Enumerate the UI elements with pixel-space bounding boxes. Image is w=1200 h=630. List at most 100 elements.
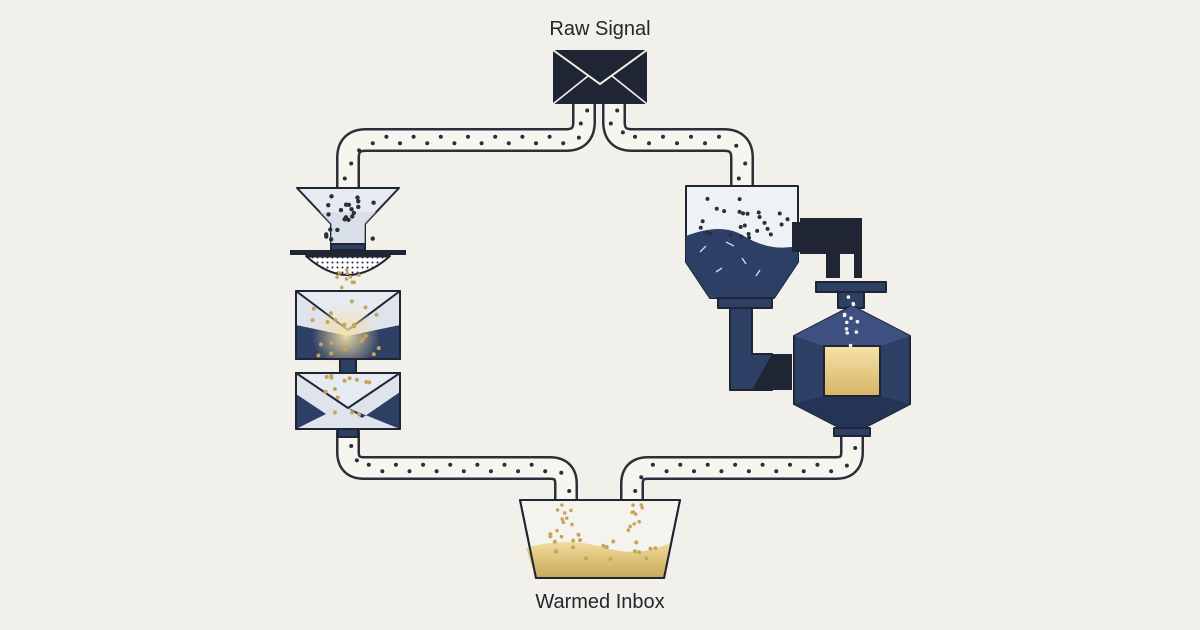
particle-dot <box>705 462 710 467</box>
particle-dot <box>561 520 566 525</box>
particle-dot <box>332 410 337 415</box>
particle-dot <box>738 225 743 230</box>
pipe-bottom-left <box>336 420 578 512</box>
particle-dot <box>421 462 426 467</box>
particle-dot <box>633 489 638 493</box>
particle-dot <box>337 271 342 275</box>
particle-dot <box>466 134 470 139</box>
particle-dot <box>367 380 372 385</box>
particle-dot <box>342 176 347 181</box>
particle-dot <box>678 462 683 467</box>
particle-dot <box>559 534 564 539</box>
particle-dot <box>562 511 567 515</box>
stage-particles <box>310 194 860 561</box>
particle-dot <box>342 217 347 222</box>
particle-dot <box>842 313 847 318</box>
particle-dot <box>815 462 820 467</box>
particle-dot <box>604 545 609 550</box>
particle-dot <box>801 469 806 474</box>
particle-dot <box>628 524 632 529</box>
particle-dot <box>639 475 644 480</box>
particle-dot <box>741 211 746 216</box>
particle-dot <box>648 546 653 551</box>
particle-dot <box>366 462 371 467</box>
particle-dot <box>611 539 616 544</box>
particle-dot <box>380 469 385 474</box>
particle-dot <box>352 324 357 329</box>
particle-dot <box>717 134 721 139</box>
envelope-chamber-icon <box>295 290 401 438</box>
particle-dot <box>393 462 398 467</box>
particle-dot <box>714 206 719 211</box>
particle-dot <box>567 489 572 493</box>
particle-dot <box>324 374 329 379</box>
particle-dot <box>615 108 620 113</box>
particle-dot <box>323 389 328 394</box>
particle-dot <box>583 556 588 561</box>
particle-dot <box>552 539 557 544</box>
particle-dot <box>329 374 334 379</box>
particle-dot <box>376 346 381 351</box>
particle-dot <box>737 197 742 202</box>
particle-dot <box>576 532 581 537</box>
particle-dot <box>347 376 352 381</box>
particle-dot <box>601 543 606 548</box>
particle-dot <box>570 522 574 527</box>
particle-dot <box>692 469 696 474</box>
particle-dot <box>757 214 762 219</box>
particle-dot <box>357 273 361 277</box>
particle-dot <box>739 234 744 239</box>
particle-dot <box>356 412 361 417</box>
particle-dot <box>349 444 354 448</box>
collection-bin-icon <box>519 499 681 579</box>
particle-dot <box>561 141 566 146</box>
particle-dot <box>411 134 416 139</box>
particle-dot <box>700 219 705 224</box>
particle-dot <box>356 204 361 210</box>
particle-dot <box>560 517 564 521</box>
pipe-network <box>336 90 864 512</box>
particle-dot <box>555 508 560 512</box>
particle-dot <box>329 237 334 242</box>
particle-dot <box>633 512 638 516</box>
particle-dot <box>569 508 573 513</box>
particle-dot <box>743 161 748 166</box>
particle-dot <box>637 550 642 555</box>
particle-dot <box>722 209 727 214</box>
particle-dot <box>661 134 665 139</box>
particle-dot <box>332 387 337 392</box>
particle-dot <box>493 134 498 139</box>
particle-dot <box>479 141 484 146</box>
particle-dot <box>632 549 637 554</box>
particle-dot <box>452 141 457 146</box>
particle-dot <box>747 235 752 240</box>
particle-dot <box>559 470 564 475</box>
particle-dot <box>363 333 368 338</box>
particle-dot <box>705 196 710 201</box>
particle-dot <box>746 469 751 474</box>
particle-dot <box>350 410 355 415</box>
particle-dot <box>371 352 376 357</box>
particle-dot <box>851 302 856 307</box>
particle-dot <box>354 377 359 382</box>
particle-dot <box>756 210 761 215</box>
particle-dot <box>631 503 635 507</box>
particle-dot <box>760 462 765 467</box>
particle-dot <box>345 271 350 275</box>
particle-dot <box>398 141 402 146</box>
particle-dot <box>608 121 613 126</box>
particle-dot <box>344 277 349 281</box>
particle-dot <box>689 134 693 139</box>
particle-dot <box>632 522 637 526</box>
particle-dot <box>774 469 779 474</box>
particle-dot <box>647 141 651 146</box>
particle-dot <box>348 275 353 279</box>
particle-dot <box>342 378 347 383</box>
envelope-icon <box>552 49 648 105</box>
particle-dot <box>745 211 750 216</box>
particle-dot <box>650 462 655 467</box>
particle-dot <box>335 275 339 279</box>
particle-dot <box>560 503 564 507</box>
particle-dot <box>644 556 649 561</box>
funnel-sieve-icon <box>290 187 406 276</box>
